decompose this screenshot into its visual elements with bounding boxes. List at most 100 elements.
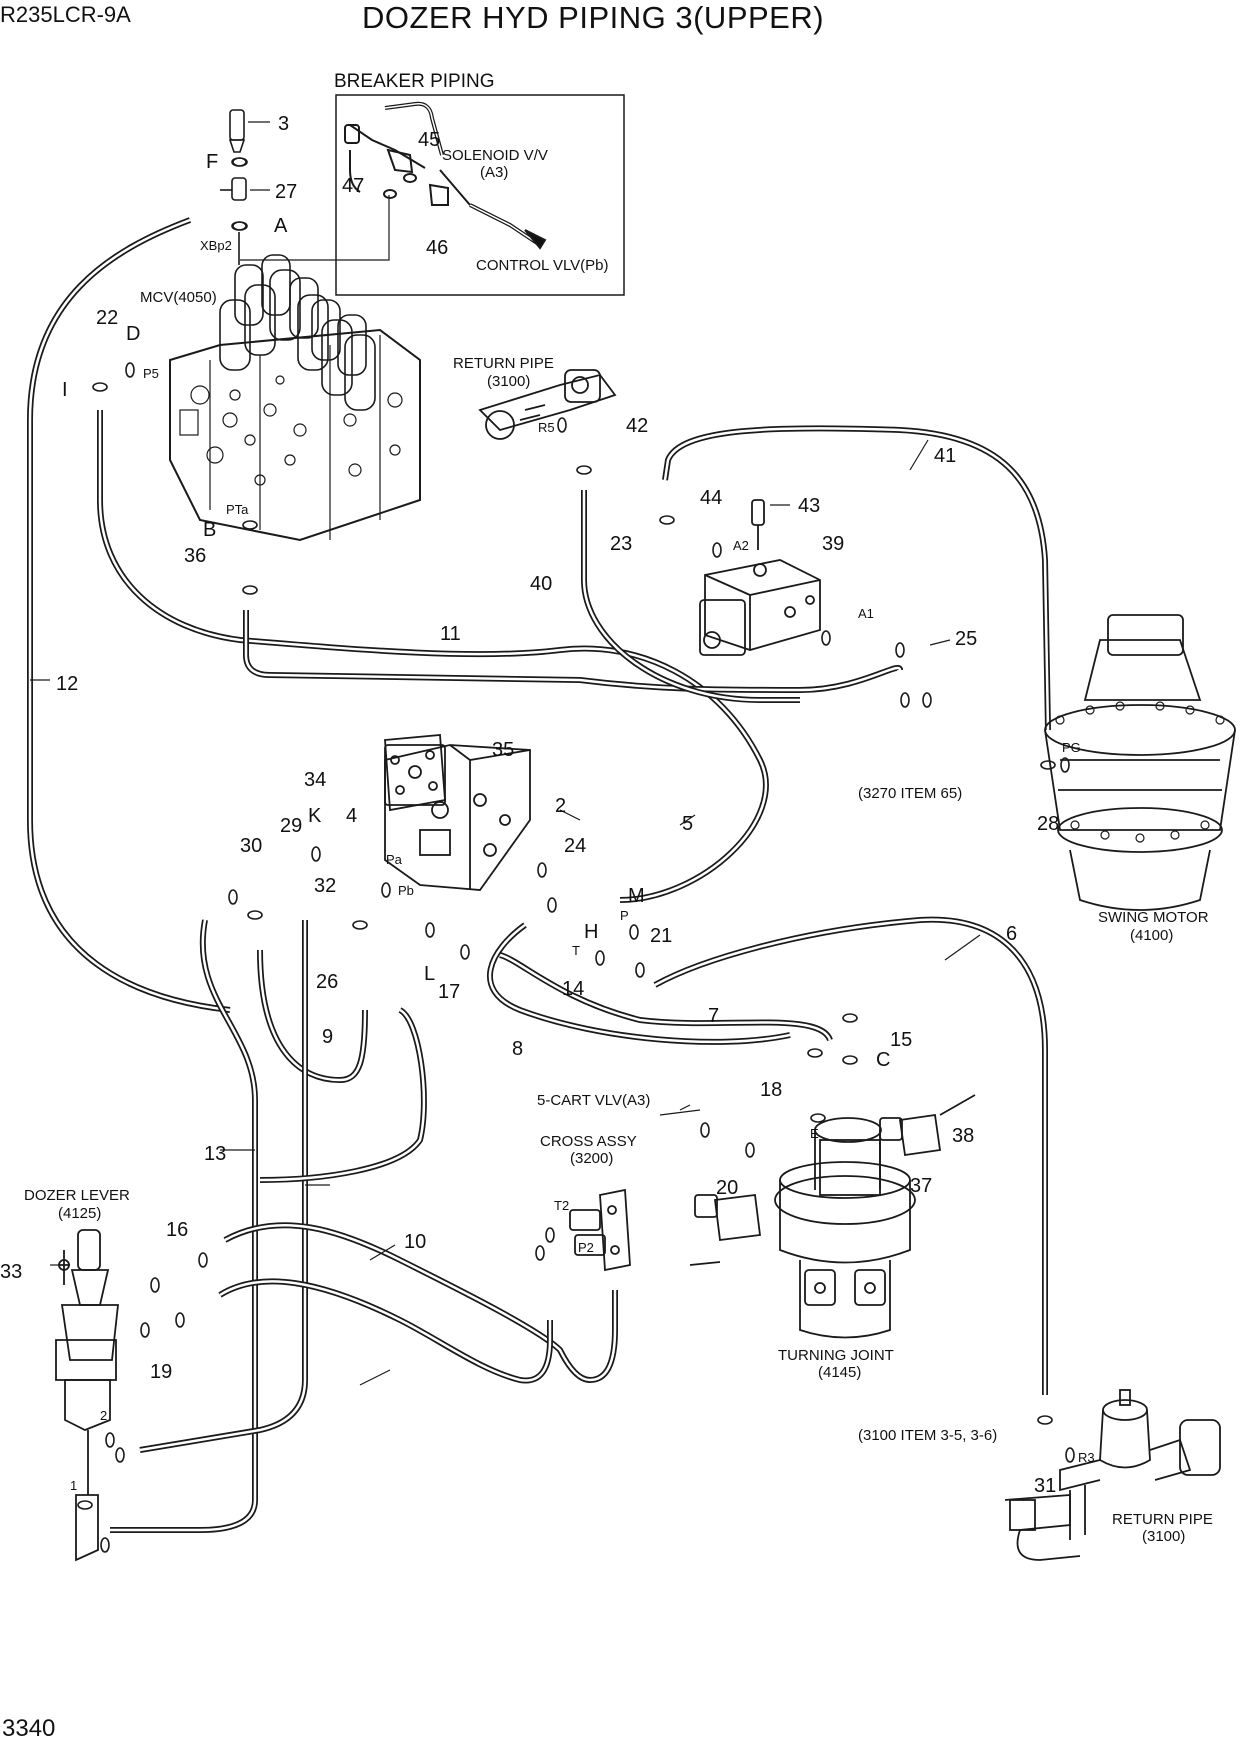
callout-2: 2	[555, 795, 566, 817]
port-label-c: C	[876, 1049, 890, 1071]
callout-21: 21	[650, 925, 672, 947]
port-label-m: M	[628, 885, 645, 907]
labels: MCV(4050) RETURN PIPE (3100) SWING MOTOR…	[0, 113, 1213, 1545]
callout-23-upper: 23	[610, 533, 632, 555]
callout-20: 20	[716, 1177, 738, 1199]
port-label-pb: Pb	[398, 883, 414, 898]
port-label-p: P	[620, 908, 629, 923]
port-label-a2: A2	[733, 538, 749, 553]
solenoid-valve-39	[699, 499, 821, 656]
mcv-block	[169, 254, 421, 542]
callout-44: 44	[700, 487, 722, 509]
swing-motor	[1044, 614, 1236, 911]
callout-14: 14	[562, 978, 584, 1000]
hose-12	[27, 217, 231, 1013]
callout-19: 19	[150, 1361, 172, 1383]
hose-10	[218, 1222, 618, 1384]
callout-4: 4	[346, 805, 357, 827]
callout-25-right: 25	[955, 628, 977, 650]
port-label-pa: Pa	[386, 852, 403, 867]
port-label-xbp2: XBp2	[200, 238, 232, 253]
center-valve-2	[384, 734, 531, 891]
callout-15: 15	[890, 1029, 912, 1051]
port-label-p5: P5	[143, 366, 159, 381]
callout-12: 12	[56, 673, 78, 695]
callout-43: 43	[798, 495, 820, 517]
port-label-1: 1	[70, 1478, 77, 1493]
return-pipe-bottom	[1004, 1389, 1221, 1561]
port-label-k: K	[308, 805, 322, 827]
port-label-t2: T2	[554, 1198, 569, 1213]
item-3270-label: (3270 ITEM 65)	[858, 785, 962, 802]
port-label-2: 2	[100, 1408, 107, 1423]
hose-9	[257, 949, 368, 1084]
callout-5: 5	[682, 813, 693, 835]
dozer-lever-label: DOZER LEVER	[24, 1187, 130, 1204]
turning-joint-no: (4145)	[818, 1364, 861, 1381]
control-valve-label: CONTROL VLV(Pb)	[476, 257, 609, 274]
leader-lines	[30, 121, 981, 1386]
callout-13-left: 13	[204, 1143, 226, 1165]
callout-46: 46	[426, 237, 448, 259]
hose-13	[110, 919, 427, 1533]
port-label-e: E	[810, 1126, 819, 1141]
port-label-pta: PTa	[226, 502, 249, 517]
mcv-label: MCV(4050)	[140, 289, 217, 306]
callout-33: 33	[0, 1261, 22, 1283]
callout-29: 29	[280, 815, 302, 837]
callout-8: 8	[512, 1038, 523, 1060]
cross-assy	[569, 1188, 631, 1272]
swing-motor-label: SWING MOTOR	[1098, 909, 1209, 926]
turning-joint-label: TURNING JOINT	[778, 1347, 894, 1364]
callout-37-right: 37	[910, 1175, 932, 1197]
callout-32: 32	[314, 875, 336, 897]
callout-34: 34	[304, 769, 326, 791]
callout-39: 39	[822, 533, 844, 555]
cross-assy-no: (3200)	[570, 1150, 613, 1167]
hose-6	[653, 916, 1048, 1395]
port-label-p2: P2	[578, 1240, 594, 1255]
breaker-piping-box: BREAKER PIPING SOLENOID V/V (A3) CONTROL…	[240, 71, 625, 296]
return-pipe-top-no: (3100)	[487, 373, 530, 390]
return-pipe-bottom-label: RETURN PIPE	[1112, 1511, 1213, 1528]
callout-47: 47	[342, 175, 364, 197]
cross-assy-label: CROSS ASSY	[540, 1133, 637, 1150]
callout-18: 18	[760, 1079, 782, 1101]
port-label-h: H	[584, 921, 598, 943]
callout-35: 35	[492, 739, 514, 761]
callout-24: 24	[564, 835, 586, 857]
port-label-d: D	[126, 323, 140, 345]
breaker-box-title: BREAKER PIPING	[334, 71, 495, 92]
callout-6: 6	[1006, 923, 1017, 945]
return-pipe-top	[478, 369, 617, 440]
hose-40	[581, 490, 800, 703]
port-label-r5: R5	[538, 420, 555, 435]
port-label-t: T	[572, 943, 580, 958]
callout-22: 22	[96, 307, 118, 329]
port-label-b: B	[203, 519, 216, 541]
callout-26: 26	[316, 971, 338, 993]
callout-36: 36	[184, 545, 206, 567]
solenoid-label: SOLENOID V/V	[442, 147, 548, 164]
turning-joint	[689, 1094, 976, 1339]
callout-27: 27	[275, 181, 297, 203]
callout-9: 9	[322, 1026, 333, 1048]
model-number: R235LCR-9A	[0, 2, 131, 27]
port-label-l: L	[424, 963, 435, 985]
port-label-i: I	[62, 379, 68, 401]
swing-motor-no: (4100)	[1130, 927, 1173, 944]
page-title: DOZER HYD PIPING 3(UPPER)	[362, 0, 825, 35]
return-pipe-top-label: RETURN PIPE	[453, 355, 554, 372]
port-label-a1: A1	[858, 606, 874, 621]
callout-7: 7	[708, 1005, 719, 1027]
callout-38-right: 38	[952, 1125, 974, 1147]
callout-42: 42	[626, 415, 648, 437]
dozer-lever-no: (4125)	[58, 1205, 101, 1222]
callout-31: 31	[1034, 1475, 1056, 1497]
hose-7	[499, 952, 833, 1042]
port-label-pg: PG	[1062, 740, 1081, 755]
hose-8	[486, 922, 791, 1045]
hose-41	[662, 425, 1051, 731]
callout-17: 17	[438, 981, 460, 1003]
